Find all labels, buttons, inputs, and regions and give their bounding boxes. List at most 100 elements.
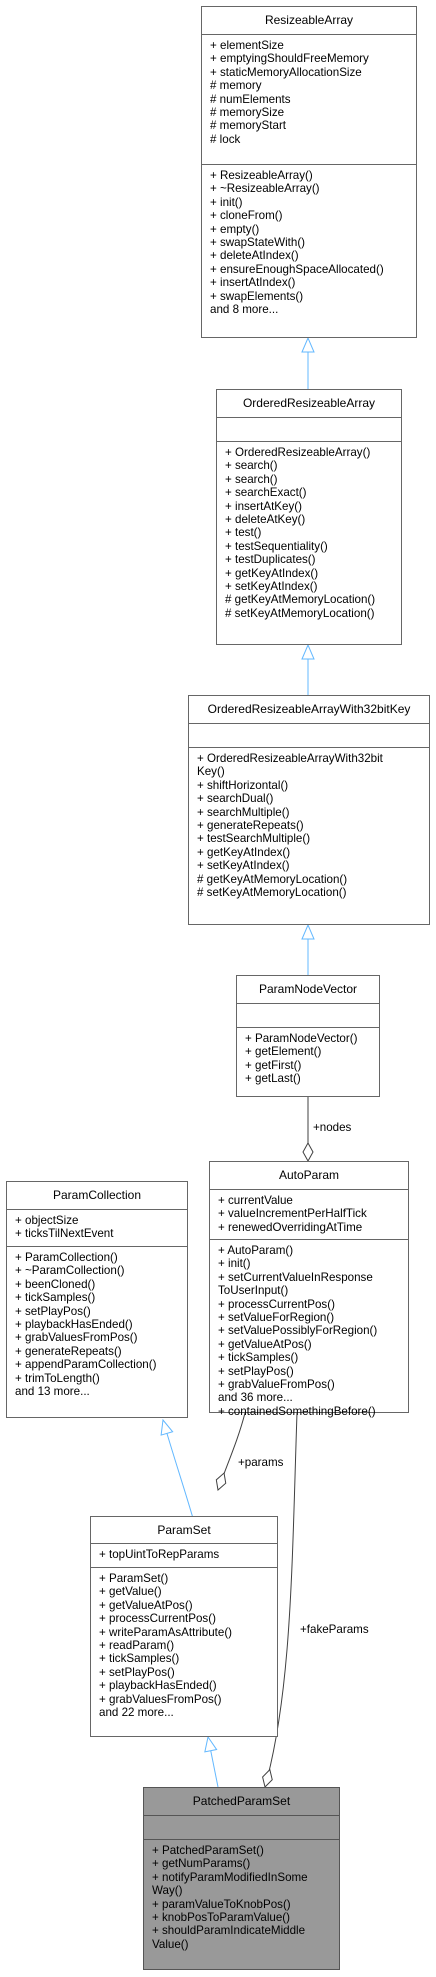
method: + getFirst() <box>245 1058 302 1072</box>
method: + test() <box>225 526 262 540</box>
class-title: ResizeableArray <box>202 7 416 35</box>
method: + deleteAtKey() <box>225 513 306 527</box>
method: # getKeyAtMemoryLocation() <box>225 593 376 607</box>
method: + appendParamCollection() <box>15 1358 157 1372</box>
method: + searchDual() <box>197 792 274 806</box>
attributes-section: + topUintToRepParams <box>91 1544 277 1568</box>
method: + getLast() <box>245 1072 301 1086</box>
method: + setPlayPos() <box>99 1665 175 1679</box>
method: + processCurrentPos() <box>99 1612 216 1626</box>
class-title: OrderedResizeableArrayWith32bitKey <box>189 696 429 724</box>
method: and 13 more... <box>15 1385 90 1399</box>
method: + ensureEnoughSpaceAllocated() <box>210 262 384 276</box>
method: + setValuePossiblyForRegion() <box>218 1324 378 1338</box>
edge-label-fake-params: +fakeParams <box>300 1623 369 1636</box>
method: + setValueForRegion() <box>218 1311 335 1325</box>
method: Value() <box>152 1937 189 1951</box>
method: + readParam() <box>99 1639 175 1653</box>
class-param-node-vector[interactable]: ParamNodeVector + ParamNodeVector() + ge… <box>236 975 380 1097</box>
method: + getValueAtPos() <box>99 1598 193 1612</box>
class-param-collection[interactable]: ParamCollection + objectSize + ticksTilN… <box>6 1181 188 1418</box>
methods-section: + OrderedResizeableArray() + search() + … <box>217 442 401 624</box>
method: + beenCloned() <box>15 1277 96 1291</box>
method: + swapStateWith() <box>210 236 306 250</box>
method: and 8 more... <box>210 303 279 317</box>
method: + grabValueFromPos() <box>218 1378 335 1392</box>
class-ordered-resizeable-array-with-32bit-key[interactable]: OrderedResizeableArrayWith32bitKey + Ord… <box>188 695 430 925</box>
method: + getKeyAtIndex() <box>225 566 319 580</box>
aggregation-edge-fake-params <box>265 1412 298 1787</box>
class-auto-param[interactable]: AutoParam + currentValue + valueIncremen… <box>209 1161 409 1418</box>
method: + paramValueToKnobPos() <box>152 1897 291 1911</box>
attribute: + emptyingShouldFreeMemory <box>210 52 369 66</box>
method: + insertAtIndex() <box>210 276 296 290</box>
method: + tickSamples() <box>15 1291 96 1305</box>
attributes-section: + objectSize + ticksTilNextEvent <box>7 1210 187 1247</box>
method: + swapElements() <box>210 289 304 303</box>
method: + OrderedResizeableArrayWith32bit <box>197 752 383 765</box>
attributes-section: + elementSize + emptyingShouldFreeMemory… <box>202 35 416 165</box>
class-title: AutoParam <box>210 1162 408 1190</box>
method: + search() <box>225 459 278 473</box>
method: + knobPosToParamValue() <box>152 1911 291 1925</box>
attribute: # memory <box>210 79 262 93</box>
method: + notifyParamModifiedInSome <box>152 1870 308 1884</box>
method: + grabValuesFromPos() <box>99 1692 222 1706</box>
method: + setCurrentValueInResponse <box>218 1270 373 1284</box>
attribute: + topUintToRepParams <box>99 1548 220 1561</box>
method: + getNumParams() <box>152 1857 251 1871</box>
method: + search() <box>225 472 278 486</box>
attribute: + valueIncrementPerHalfTick <box>218 1207 367 1221</box>
inherit-edge-patched-to-paramset <box>208 1737 219 1788</box>
method: + getKeyAtIndex() <box>197 845 291 859</box>
attribute: + ticksTilNextEvent <box>15 1227 114 1241</box>
class-patched-param-set[interactable]: PatchedParamSet + PatchedParamSet() + ge… <box>143 1787 340 1970</box>
method: + searchExact() <box>225 486 307 500</box>
method: + tickSamples() <box>99 1652 180 1666</box>
method: + setPlayPos() <box>15 1304 91 1318</box>
attribute: + currentValue <box>218 1194 293 1207</box>
method: # setKeyAtMemoryLocation() <box>197 886 347 900</box>
attributes-section <box>217 418 401 442</box>
method: + ParamCollection() <box>15 1251 118 1264</box>
method: + insertAtKey() <box>225 499 302 513</box>
attributes-section <box>144 1816 339 1840</box>
method: and 36 more... <box>218 1391 293 1405</box>
methods-section: + PatchedParamSet() + getNumParams() + n… <box>144 1840 339 1955</box>
attribute: + renewedOverridingAtTime <box>218 1220 363 1234</box>
method: + setKeyAtIndex() <box>197 859 290 873</box>
method: + playbackHasEnded() <box>15 1318 133 1332</box>
method: + deleteAtIndex() <box>210 249 299 263</box>
attribute: # memoryStart <box>210 119 287 133</box>
class-title: ParamCollection <box>7 1182 187 1210</box>
method: Way() <box>152 1884 183 1898</box>
methods-section: + ParamNodeVector() + getElement() + get… <box>237 1028 379 1090</box>
methods-section: + AutoParam() + init() + setCurrentValue… <box>210 1240 408 1422</box>
method: + tickSamples() <box>218 1351 299 1365</box>
method: + ResizeableArray() <box>210 169 313 182</box>
method: and 22 more... <box>99 1706 174 1720</box>
method: + ~ResizeableArray() <box>210 182 320 196</box>
method: + getElement() <box>245 1045 322 1059</box>
method: ToUserInput() <box>218 1284 289 1298</box>
attribute: # memorySize <box>210 106 285 120</box>
method: + grabValuesFromPos() <box>15 1331 138 1345</box>
method: + containedSomethingBefore() <box>218 1404 376 1418</box>
class-resizeable-array[interactable]: ResizeableArray + elementSize + emptying… <box>201 6 417 338</box>
method: + init() <box>210 195 243 209</box>
method: Key() <box>197 765 225 779</box>
method: + shouldParamIndicateMiddle <box>152 1924 306 1938</box>
method: + PatchedParamSet() <box>152 1844 264 1857</box>
method: + shiftHorizontal() <box>197 778 289 792</box>
method: + OrderedResizeableArray() <box>225 446 371 459</box>
class-title: ParamSet <box>91 1517 277 1544</box>
attribute: # lock <box>210 132 241 146</box>
class-title: PatchedParamSet <box>144 1788 339 1816</box>
method: + AutoParam() <box>218 1244 294 1257</box>
method: + getValue() <box>99 1585 162 1599</box>
method: + ParamNodeVector() <box>245 1032 358 1045</box>
class-ordered-resizeable-array[interactable]: OrderedResizeableArray + OrderedResizeab… <box>216 389 402 645</box>
method: + writeParamAsAttribute() <box>99 1625 233 1639</box>
class-param-set[interactable]: ParamSet + topUintToRepParams + ParamSet… <box>90 1516 278 1737</box>
class-title: OrderedResizeableArray <box>217 390 401 418</box>
